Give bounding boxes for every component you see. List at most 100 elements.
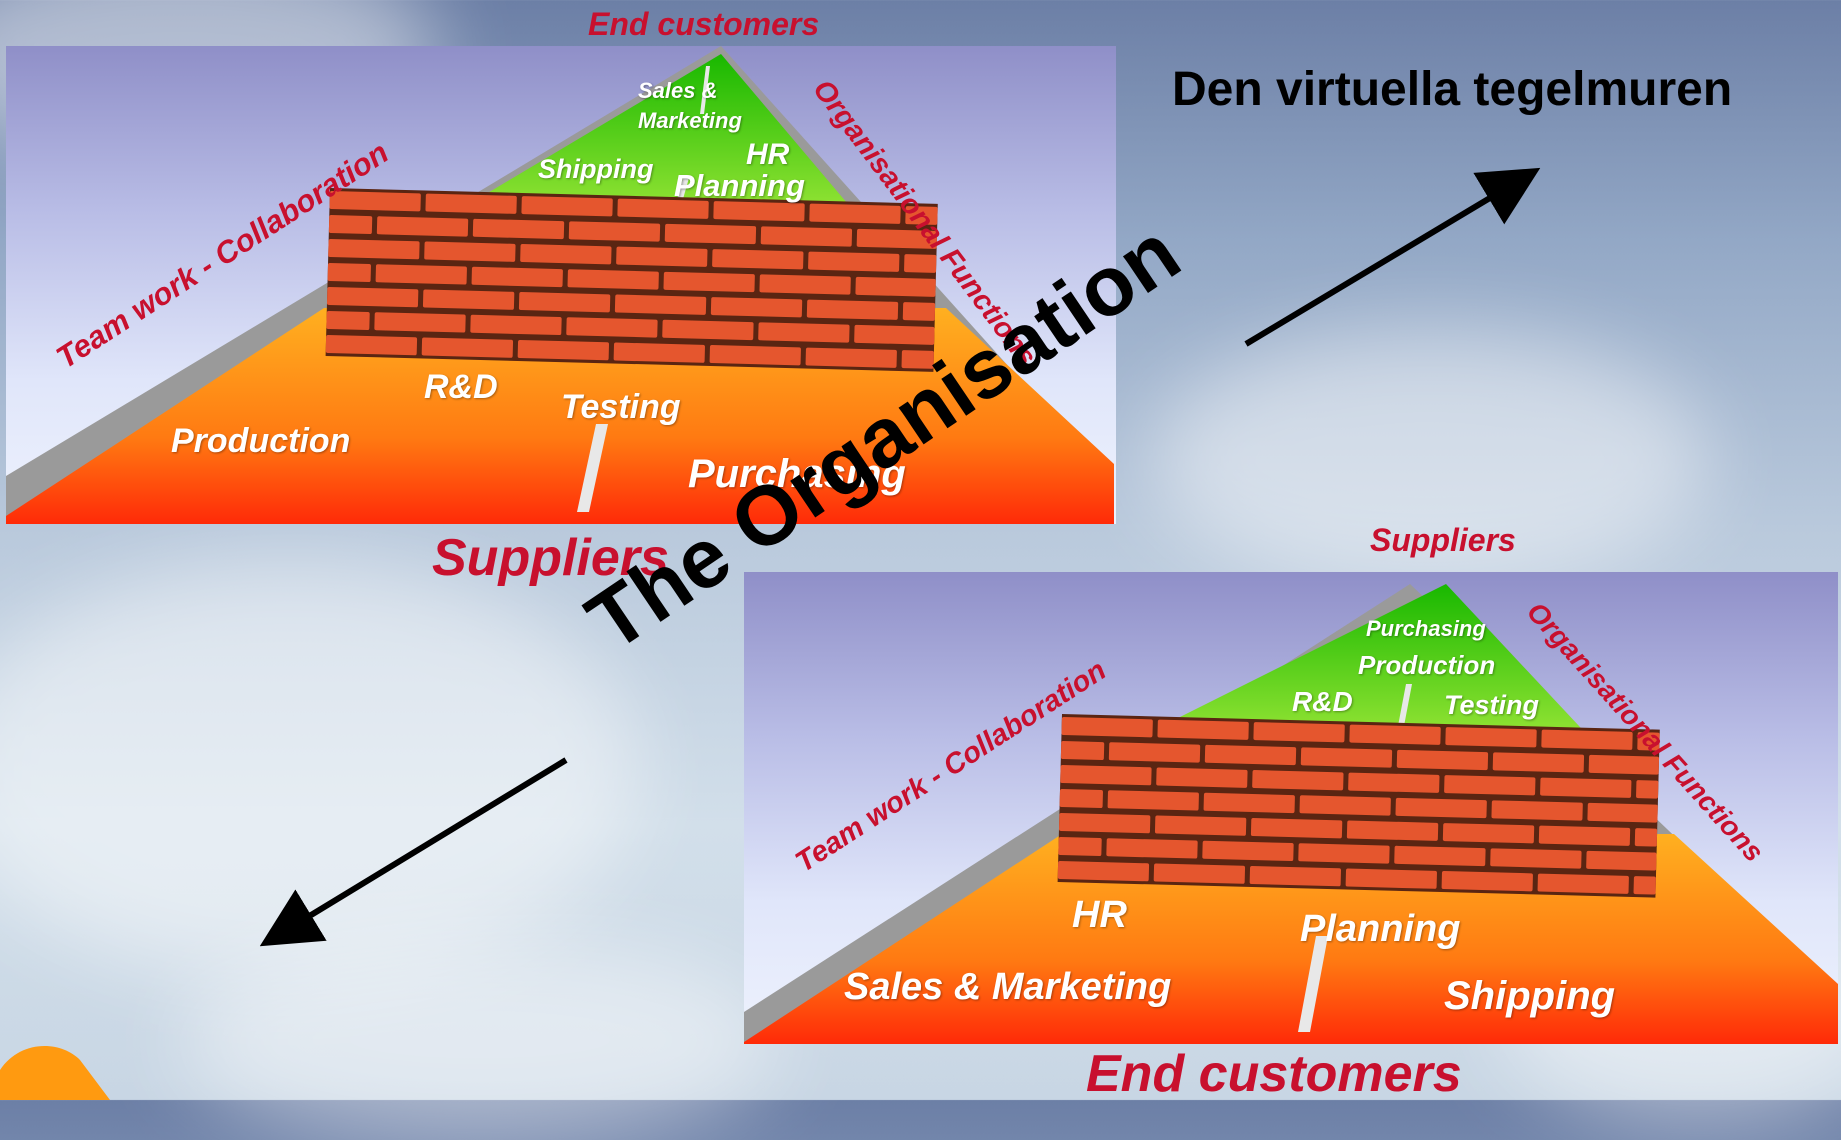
bottom-base-label: End customers: [1086, 1045, 1462, 1103]
brick: [663, 271, 755, 293]
brick: [1252, 770, 1344, 791]
brick: [1300, 747, 1393, 768]
brick: [421, 337, 514, 358]
brick: [1346, 820, 1439, 841]
brick: [1345, 868, 1437, 889]
brick: [710, 297, 803, 318]
brick: [1348, 772, 1440, 793]
tip-label: Marketing: [638, 108, 742, 133]
brick: [1441, 871, 1533, 892]
brick: [520, 244, 612, 265]
function-label-rd: R&D: [1292, 686, 1353, 717]
bottom-pyramid-panel: Purchasing Production R&D Testing HR Pla…: [744, 572, 1838, 1044]
divider-line: [577, 424, 608, 512]
brick: [1108, 742, 1201, 763]
brick: [1157, 719, 1249, 740]
pyramid-upper-tier: [486, 54, 858, 236]
bottom-apex-label: Suppliers: [1370, 522, 1516, 558]
brick: [901, 350, 934, 369]
function-label-testing: Testing: [1444, 690, 1540, 720]
brick: [712, 249, 804, 270]
brick: [614, 294, 707, 315]
page-title: Den virtuella tegelmuren: [1172, 63, 1733, 116]
brick: [713, 201, 805, 222]
function-label-hr: HR: [1072, 894, 1127, 936]
brick-wall: [1057, 714, 1660, 898]
brick: [1396, 749, 1489, 771]
brick: [1202, 840, 1294, 862]
brick: [1153, 863, 1246, 884]
brick: [325, 335, 418, 356]
divider-line: [1298, 936, 1328, 1032]
brick: [1633, 876, 1656, 895]
brick: [424, 241, 516, 262]
brick: [1588, 754, 1660, 775]
brick: [566, 317, 658, 338]
brick: [1060, 765, 1152, 786]
brick: [1637, 732, 1660, 751]
brick: [808, 251, 900, 272]
function-label-planning: Planning: [674, 168, 805, 203]
brick: [1538, 825, 1631, 846]
brick: [1491, 800, 1583, 821]
brick: [1349, 724, 1441, 745]
divider-line: [700, 66, 710, 114]
tip-label: Production: [1358, 650, 1496, 680]
function-label-planning: Planning: [1300, 908, 1461, 950]
brick: [425, 193, 517, 214]
brick: [1250, 818, 1343, 839]
brick: [1253, 722, 1345, 743]
brick: [1249, 866, 1342, 887]
function-label-purchasing: Purchasing: [688, 452, 906, 496]
brick: [375, 264, 467, 285]
brick: [856, 228, 938, 249]
function-label-rd: R&D: [424, 368, 498, 406]
brick: [1298, 843, 1390, 864]
brick: [1537, 873, 1629, 894]
brick: [470, 314, 562, 336]
function-label-hr: HR: [746, 138, 790, 171]
brick: [805, 347, 897, 368]
brick: [327, 263, 371, 283]
pyramid-upper-tier: [1174, 584, 1594, 760]
brick: [1060, 741, 1105, 761]
brick: [1061, 717, 1153, 738]
top-pyramid-panel: Sales & Marketing Shipping HR Planning R…: [6, 46, 1116, 524]
brick: [567, 269, 659, 290]
brick: [1442, 823, 1535, 844]
function-label-production: Production: [171, 422, 351, 460]
brick: [1203, 792, 1295, 814]
brick: [1586, 850, 1657, 871]
brick: [1490, 848, 1582, 869]
brick: [328, 239, 420, 260]
brick: [662, 319, 754, 341]
top-base-label: Suppliers: [432, 529, 669, 587]
tip-label: Purchasing: [1366, 616, 1486, 641]
brick: [616, 246, 708, 267]
brick: [1107, 790, 1199, 811]
brick: [902, 302, 936, 321]
brick: [1636, 780, 1659, 799]
brick: [422, 289, 515, 310]
arrows: [259, 167, 1541, 947]
function-label-shipping: Shipping: [538, 154, 654, 184]
brick: [376, 216, 469, 237]
brick: [329, 191, 421, 212]
brick: [904, 254, 937, 273]
top-apex-label: End customers: [588, 6, 820, 42]
brick: [1540, 777, 1632, 798]
tip-label: Sales &: [638, 78, 718, 103]
brick: [758, 322, 850, 343]
brick: [472, 218, 565, 240]
brick: [326, 311, 370, 331]
arrow-up-right: [1244, 167, 1541, 347]
brick: [854, 324, 935, 345]
brick: [1444, 775, 1536, 796]
brick: [1058, 837, 1102, 857]
function-label-sales: Sales & Marketing: [844, 966, 1172, 1008]
brick: [709, 345, 801, 366]
brick: [471, 266, 563, 288]
cloud: [1150, 330, 1710, 590]
brick: [617, 198, 709, 219]
function-label-shipping: Shipping: [1444, 974, 1616, 1018]
